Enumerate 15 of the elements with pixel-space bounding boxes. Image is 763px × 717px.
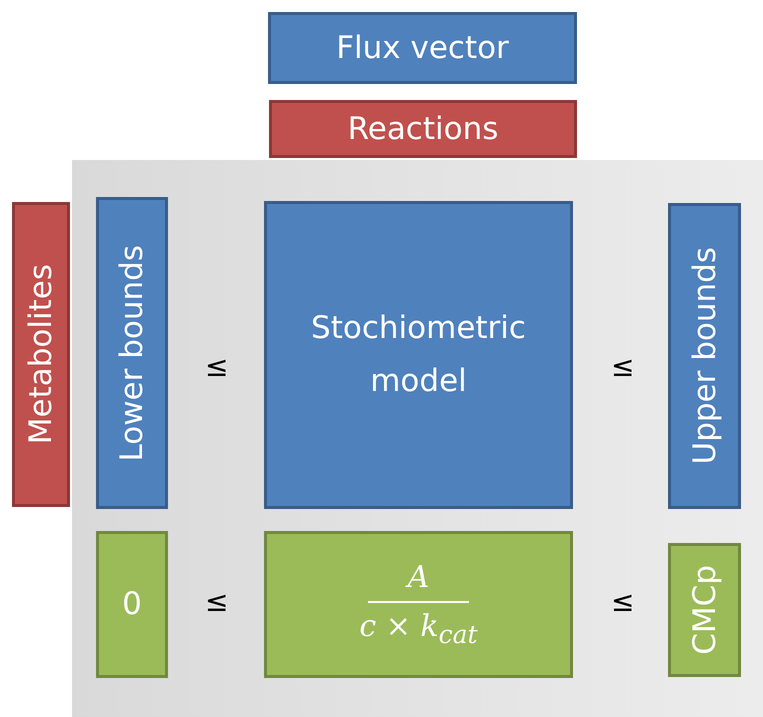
matrix-box: Stochiometric model <box>264 201 573 509</box>
vector-box: 0 <box>96 531 168 678</box>
inequality-sign: ≤ <box>611 585 634 618</box>
label-box: Metabolites <box>12 202 70 507</box>
inequality-sign: ≤ <box>611 350 634 383</box>
vector-box: Lower bounds <box>96 197 168 509</box>
inequality-sign: ≤ <box>205 350 228 383</box>
title-box: Flux vector <box>268 12 577 84</box>
fraction-formula: A c × k$_{cat}$ <box>359 560 478 649</box>
title-box: Reactions <box>269 100 577 158</box>
matrix-box <box>264 531 573 678</box>
vector-box: CMCp <box>668 543 741 677</box>
vector-box: Upper bounds <box>668 203 741 509</box>
inequality-sign: ≤ <box>205 585 228 618</box>
panel-background <box>72 160 763 717</box>
